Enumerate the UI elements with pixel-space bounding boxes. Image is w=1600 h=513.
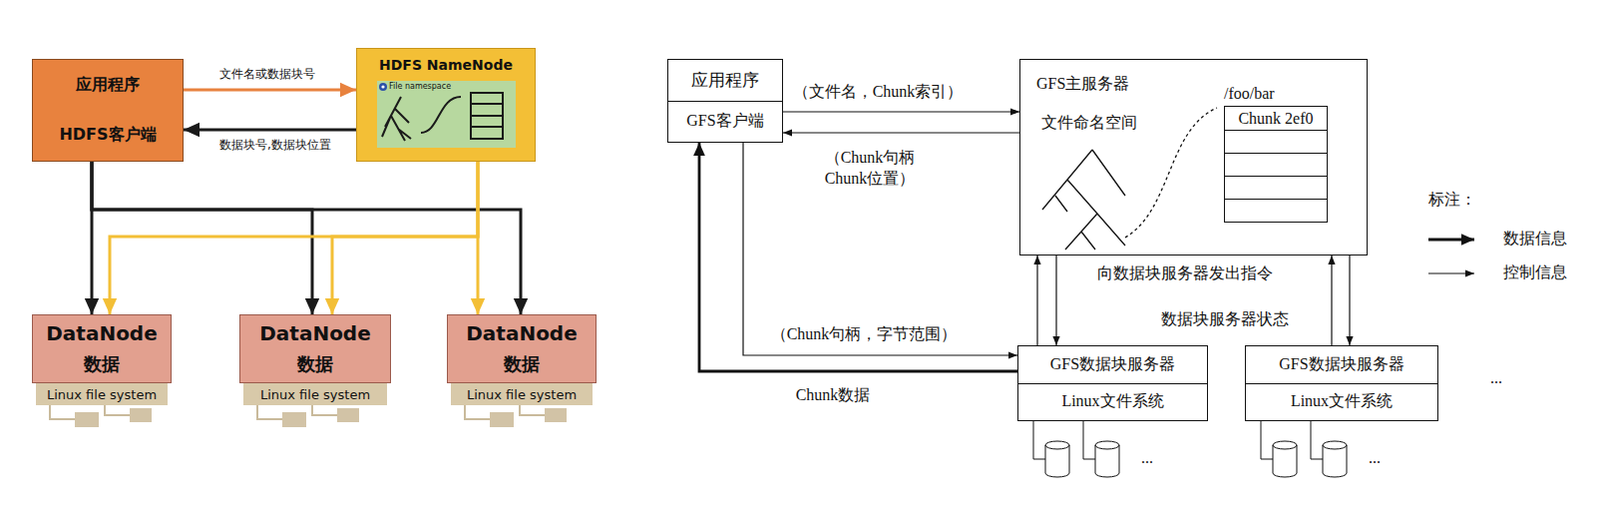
edge-label: 文件名或数据块号	[217, 65, 318, 83]
node-text: DataNode	[45, 321, 158, 346]
datanode-box: DataNode 数据	[239, 314, 392, 384]
edge-label: 数据块号,数据块位置	[217, 136, 334, 154]
disk-cylinders	[1045, 440, 1347, 477]
client-box: 应用程序GFS客户端	[667, 58, 784, 143]
disk-blocks	[74, 407, 567, 427]
node-text: /foo/bar	[1223, 81, 1328, 106]
connector	[1330, 255, 1332, 346]
connector	[1348, 255, 1350, 346]
filesystem-band: Linux file system	[450, 383, 593, 405]
table-row	[1224, 129, 1327, 153]
node-text: DataNode	[259, 321, 372, 346]
legend-samples	[1428, 239, 1475, 274]
node-text: Linux文件系统	[1245, 383, 1438, 421]
node-text: HDFS NameNode	[379, 56, 513, 73]
chunkserver-box: GFS数据块服务器Linux文件系统	[1017, 345, 1208, 421]
node-text: 应用程序	[75, 74, 140, 96]
filesystem-band: Linux file system	[35, 383, 168, 405]
more-dots: ...	[1488, 369, 1505, 388]
chunkserver-box: GFS数据块服务器Linux文件系统	[1244, 345, 1439, 421]
connector	[1036, 255, 1038, 346]
namenode-box: HDFS NameNode File namespace	[356, 47, 536, 162]
connector	[183, 128, 357, 132]
node-text: Linux file system	[466, 387, 577, 402]
datanode-box: DataNode 数据	[446, 314, 597, 384]
connector	[183, 88, 357, 92]
node-text: File namespace	[389, 81, 451, 91]
command-note: 向数据块服务器发出指令	[1095, 263, 1275, 285]
datanode-box: DataNode 数据	[31, 314, 172, 384]
node-text: 应用程序	[668, 59, 783, 101]
namespace-illustration	[377, 80, 516, 148]
node-text: 数据	[83, 352, 120, 377]
table-row: Chunk 2ef0	[1224, 106, 1327, 130]
connector	[91, 161, 521, 315]
edge-label: （Chunk句柄 Chunk位置）	[802, 147, 937, 190]
node-text: 数据	[503, 352, 540, 377]
table-row	[1224, 152, 1327, 176]
node-text: GFS主服务器	[1036, 73, 1130, 95]
node-text: GFS客户端	[668, 100, 783, 143]
chunk-table: /foo/barChunk 2ef0	[1223, 81, 1328, 228]
status-note: 数据块服务器状态	[1159, 309, 1291, 331]
edge-label: Chunk数据	[794, 385, 873, 406]
connector	[109, 161, 478, 315]
connector	[332, 161, 478, 315]
connector	[743, 142, 1018, 356]
namespace-panel: File namespace	[377, 80, 516, 148]
node-text: Linux file system	[260, 387, 371, 402]
node-text: GFS数据块服务器	[1245, 346, 1438, 384]
table-row	[1224, 175, 1327, 199]
legend-text: 控制信息	[1501, 262, 1570, 284]
edge-label: （文件名，Chunk索引）	[791, 81, 966, 103]
node-text: 数据	[297, 352, 334, 377]
connector	[783, 110, 1020, 112]
dotted-pointer	[1125, 107, 1217, 238]
table-row	[1224, 198, 1327, 222]
more-dots: ...	[1139, 448, 1156, 467]
node-text: Chunk 2ef0	[1237, 109, 1313, 128]
connector	[1055, 255, 1057, 346]
node-text: GFS数据块服务器	[1018, 346, 1207, 384]
legend-title: 标注：	[1426, 189, 1479, 211]
legend-text: 数据信息	[1501, 228, 1570, 250]
more-dots: ...	[1366, 448, 1383, 467]
table-grid: Chunk 2ef0	[1223, 105, 1328, 223]
connector	[699, 142, 1018, 372]
namespace-tree	[1042, 149, 1126, 250]
filesystem-band: Linux file system	[243, 383, 388, 405]
connector	[783, 131, 1020, 133]
node-text: HDFS客户端	[58, 124, 156, 146]
node-text: Linux file system	[46, 387, 157, 402]
master-box: GFS主服务器文件命名空间/foo/barChunk 2ef0	[1019, 58, 1368, 256]
edge-label: （Chunk句柄，字节范围）	[769, 324, 960, 346]
client-box: 应用程序 HDFS客户端	[31, 58, 184, 162]
node-text: Linux文件系统	[1018, 383, 1207, 421]
connector	[476, 161, 480, 315]
node-text: DataNode	[465, 321, 578, 346]
node-text: 文件命名空间	[1041, 112, 1138, 134]
